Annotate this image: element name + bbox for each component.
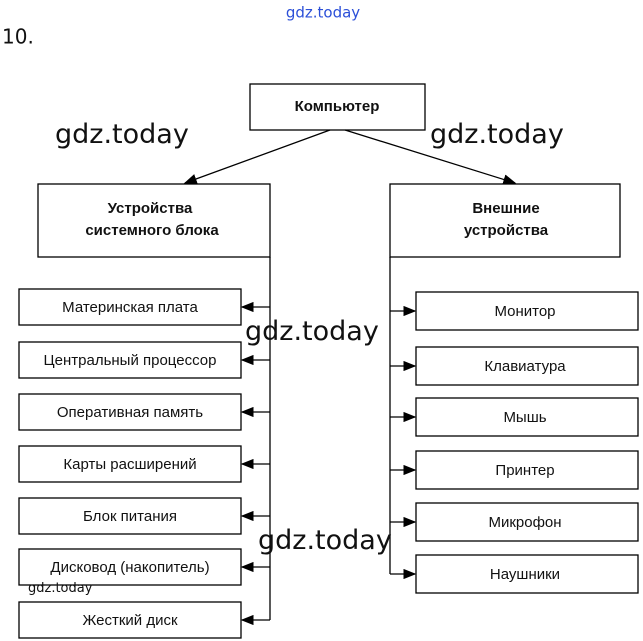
- left-title-2: системного блока: [85, 222, 219, 239]
- task-number: 10.: [2, 25, 34, 49]
- left-item-label: Материнская плата: [62, 299, 198, 316]
- right-item-label: Наушники: [490, 566, 560, 583]
- right-item-label: Мышь: [503, 409, 546, 426]
- left-item-label: Блок питания: [83, 508, 177, 525]
- right-item-label: Микрофон: [488, 514, 561, 531]
- right-title-1: Внешние: [472, 200, 539, 217]
- right-item-box: [415, 346, 639, 386]
- left-item-label: Жесткий диск: [82, 612, 177, 629]
- watermark: gdz.today: [55, 119, 189, 150]
- left-item-box: [18, 341, 242, 379]
- right-item-label: Клавиатура: [484, 358, 566, 375]
- watermark: gdz.today: [430, 119, 564, 150]
- root-node: [249, 83, 426, 131]
- external-devices-node: [389, 183, 621, 258]
- right-item-box: [415, 397, 639, 437]
- left-item-box: [18, 497, 242, 535]
- right-item-box: [415, 291, 639, 331]
- watermark: gdz.today: [258, 525, 392, 556]
- root-label: Компьютер: [295, 98, 380, 115]
- right-item-box: [415, 502, 639, 542]
- left-item-label: Дисковод (накопитель): [50, 559, 209, 576]
- left-item-label: Оперативная память: [57, 404, 203, 421]
- system-unit-node: [37, 183, 271, 258]
- right-item-label: Принтер: [495, 462, 554, 479]
- left-item-box: [18, 288, 242, 326]
- right-title-2: устройства: [464, 222, 549, 239]
- left-item-box: [18, 445, 242, 483]
- left-item-label: Центральный процессор: [44, 352, 217, 369]
- watermark: gdz.today: [245, 316, 379, 347]
- arrow-to-left: [183, 129, 331, 184]
- arrow-to-right: [344, 129, 517, 185]
- left-title-1: Устройства: [108, 200, 193, 217]
- watermark: gdz.today: [28, 581, 93, 596]
- right-item-label: Монитор: [494, 303, 555, 320]
- left-item-box: [18, 548, 242, 586]
- site-label: gdz.today: [286, 4, 360, 22]
- right-item-box: [415, 450, 639, 490]
- left-item-label: Карты расширений: [63, 456, 196, 473]
- left-item-box: [18, 601, 242, 639]
